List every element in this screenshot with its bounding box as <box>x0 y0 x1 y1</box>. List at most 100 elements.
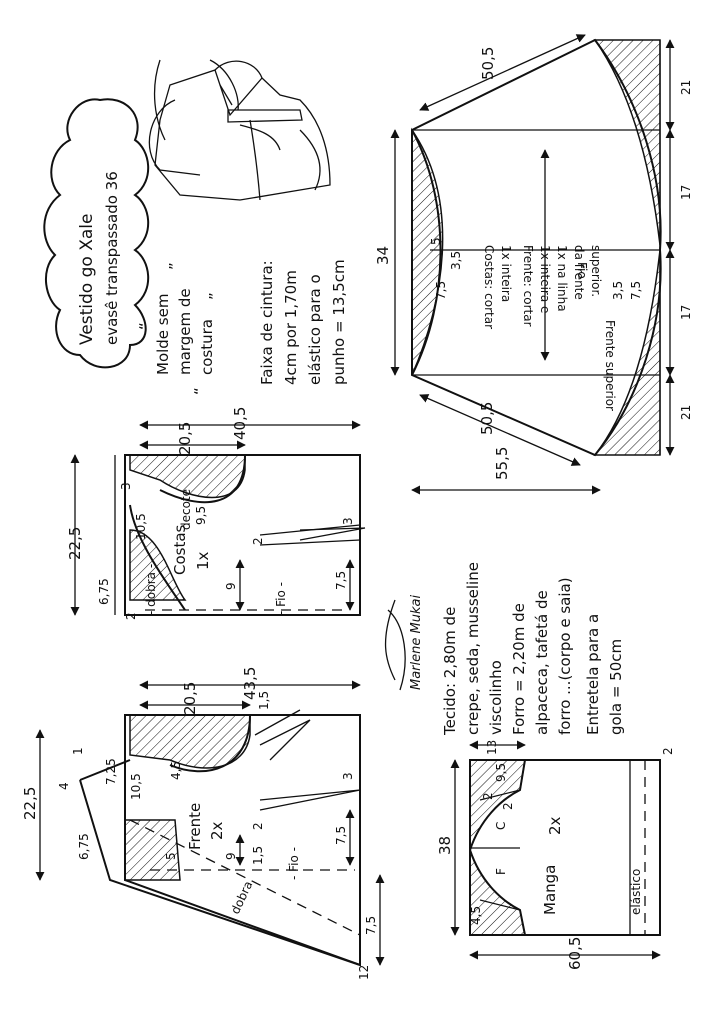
frente-dim-15a: 1,5 <box>257 691 271 710</box>
manga-count: 2x <box>546 816 564 835</box>
dress-illustration <box>148 59 331 201</box>
frente-dim-5: 5 <box>164 852 178 860</box>
frente-dim-45: 4,5 <box>169 761 183 780</box>
quote-mark-4: ” <box>166 262 184 270</box>
frente-dim-1: 1 <box>71 747 85 755</box>
manga-dim-13: 13 <box>485 740 499 755</box>
frente-dim-width: 43,5 <box>241 667 259 700</box>
skirt-dim-r3: 17 <box>679 305 693 320</box>
quote-mark-1: “ <box>136 322 154 330</box>
costas-dim-3a: 3 <box>119 482 133 490</box>
note-fabric-line3: viscolinho <box>487 660 505 735</box>
costas-dobra: - dobra - <box>144 564 158 615</box>
manga-elastico: elástico <box>629 869 643 915</box>
note-molde: Molde sem margem de costura “ ” “ ” <box>136 262 224 395</box>
manga-dim-38: 38 <box>436 836 454 855</box>
note-fabric-line2: crepe, seda, musseline <box>464 562 482 735</box>
manga-dim-2c: 2 <box>661 747 675 755</box>
signature-text: Marlene Mukai <box>409 595 424 690</box>
manga-dim-2b: 2 <box>501 802 515 810</box>
note-faixa-line2: 4cm por 1,70m <box>282 270 300 385</box>
costas-hatch-arm <box>129 454 246 499</box>
skirt-label-4: 1x inteira e <box>538 245 552 313</box>
note-faixa: Faixa de cintura: 4cm por 1,70m elástico… <box>258 259 348 385</box>
skirt-dim-r4: 21 <box>679 405 693 420</box>
manga-label: Manga <box>541 865 559 915</box>
costas-hatch-neck <box>129 529 187 601</box>
costas-fio: - Fio - <box>274 582 288 615</box>
frente-dim-75a: 7,5 <box>334 826 348 845</box>
costas-dim-675: 6,75 <box>97 578 111 605</box>
skirt-dim-35a: 3,5 <box>449 251 463 270</box>
skirt-label-1: Costas: cortar <box>482 245 496 329</box>
frente-dim-205: 20,5 <box>181 682 199 715</box>
manga-dim-95: 9,5 <box>494 763 508 782</box>
note-molde-line1: Molde sem <box>154 294 172 375</box>
skirt-label-7: superior. <box>589 245 603 297</box>
frente-dim-105: 10,5 <box>129 773 143 800</box>
skirt-label-6: da frente <box>572 245 586 300</box>
quote-mark-2: ” <box>206 292 224 300</box>
note-faixa-line1: Faixa de cintura: <box>258 260 276 385</box>
skirt-label-3: Frente: cortar <box>521 245 535 327</box>
costas-dim-9: 9 <box>224 582 238 590</box>
frente-dim-15b: 1,5 <box>251 846 265 865</box>
frente-dim-225: 22,5 <box>21 787 39 820</box>
skirt-dim-5: 5 <box>429 237 443 245</box>
skirt-label-5: 1x na linha <box>555 245 569 312</box>
costas-dim-225: 22,5 <box>66 527 84 560</box>
costas-label: Costas <box>171 524 189 575</box>
skirt-dim-r2: 17 <box>679 185 693 200</box>
title-cloud: Vestido go Xale evasê transpassado 36 <box>43 98 150 369</box>
note-fabric-line4: Forro = 2,20m de <box>510 603 528 735</box>
skirt-dim-35b: 3,5 <box>611 281 625 300</box>
skirt-dim-r1: 21 <box>679 80 693 95</box>
skirt-dim-bottom: 50,5 <box>478 402 496 435</box>
note-fabric-line7: Entretela para a <box>584 614 602 735</box>
quote-mark-3: “ <box>191 387 209 395</box>
costas-dim-95: 9,5 <box>194 506 208 525</box>
note-fabric-line6: forro ...(corpo e saia) <box>556 577 574 735</box>
skirt-pattern: 50,5 34 50,5 55,5 21 17 17 21 5 7,5 3,5 … <box>374 34 693 495</box>
frente-count: 2x <box>208 821 226 840</box>
note-fabric: Tecido: 2,80m de crepe, seda, musseline … <box>441 562 625 736</box>
note-fabric-line8: gola = 50cm <box>607 639 625 735</box>
costas-dim-75: 7,5 <box>334 571 348 590</box>
frente-label: Frente <box>186 803 204 850</box>
frente-dobra: dobra <box>228 879 255 917</box>
skirt-dim-75b: 7,5 <box>629 281 643 300</box>
frente-dim-75b: 7,5 <box>364 916 378 935</box>
costas-dim-3b: 3 <box>341 517 355 525</box>
costas-dim-105: 10,5 <box>134 513 148 540</box>
manga-dim-605: 60,5 <box>566 937 584 970</box>
note-faixa-line3: elástico para o <box>306 274 324 385</box>
skirt-dim-75a: 7,5 <box>434 281 448 300</box>
costas-pattern: 40,5 20,5 22,5 6,75 10,5 3 2 9 7,5 3 2 9… <box>66 407 366 620</box>
frente-dim-725: 7,25 <box>104 758 118 785</box>
manga-c: C <box>494 822 508 830</box>
costas-dim-width: 40,5 <box>231 407 249 440</box>
costas-dim-205: 20,5 <box>176 422 194 455</box>
frente-pattern: 43,5 20,5 22,5 7,25 6,75 4 1 10,5 4,5 5 … <box>21 667 385 980</box>
costas-count: 1x <box>194 551 212 570</box>
frente-dim-9: 9 <box>224 852 238 860</box>
signature: Marlene Mukai <box>384 595 424 691</box>
frente-hatch-lower <box>124 819 181 881</box>
skirt-dim-base: 55,5 <box>493 447 511 480</box>
costas-dim-2a: 2 <box>124 612 138 620</box>
costas-dim-2b: 2 <box>251 537 265 545</box>
manga-f: F <box>494 868 508 875</box>
skirt-label-2: 1x inteira <box>499 245 513 302</box>
manga-dim-45: 4,5 <box>469 906 483 925</box>
skirt-frente-superior: Frente superior <box>603 320 617 411</box>
note-fabric-line1: Tecido: 2,80m de <box>441 607 459 736</box>
manga-pattern: 38 60,5 13 9,5 2 2 4,5 2 Manga 2x elásti… <box>436 740 675 970</box>
frente-dim-2: 2 <box>251 822 265 830</box>
frente-fio: - Fio - <box>287 847 301 880</box>
note-molde-line2: margem de <box>176 288 194 375</box>
title-line2: evasê transpassado 36 <box>103 171 121 345</box>
skirt-dim-top: 50,5 <box>479 47 497 80</box>
skirt-fio: Fio <box>575 262 589 279</box>
title-line1: Vestido go Xale <box>77 214 97 345</box>
